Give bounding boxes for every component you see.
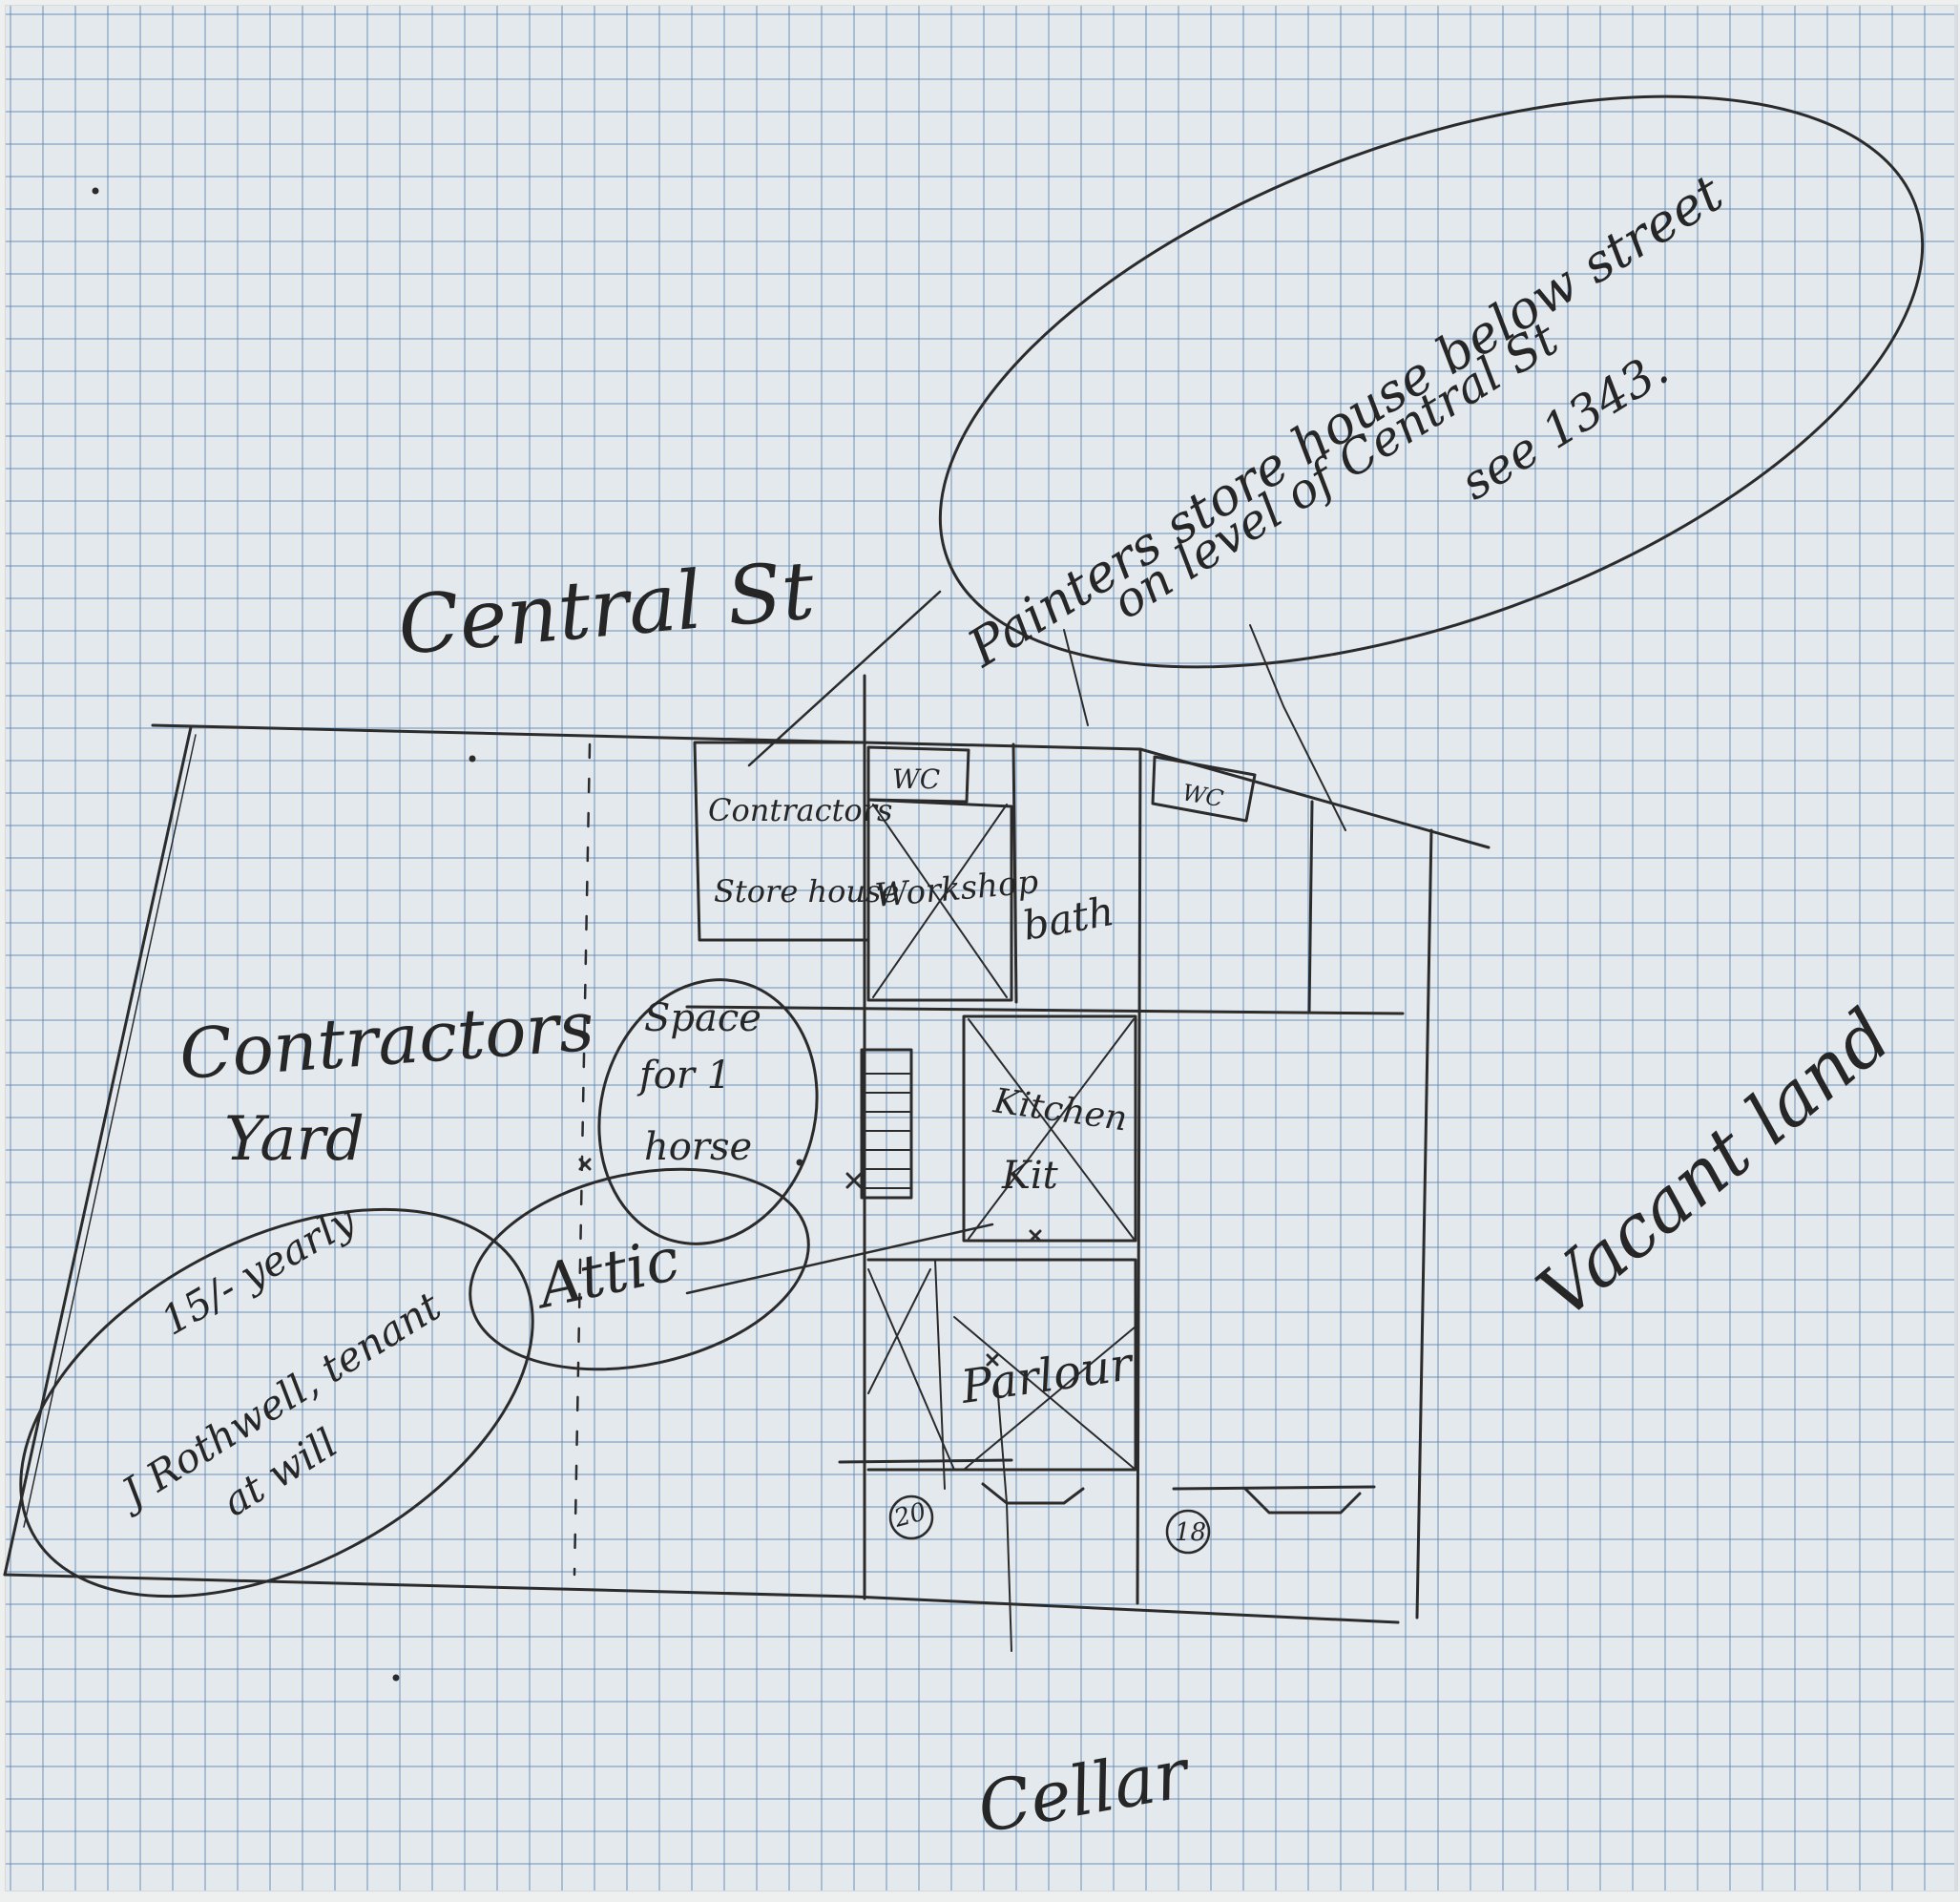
stair-block [860,1048,913,1200]
parlour-label: Parlour [957,1337,1138,1414]
central-st-label: Central St [394,543,818,673]
space-oval [597,978,819,1245]
kitchen-label-1: Kitchen [990,1081,1130,1139]
contractors-yard-label-1: Contractors [177,986,596,1095]
number-20-circle [888,1494,934,1540]
contractors-store-label-2: Store house [714,873,899,909]
cellar-label: Cellar [971,1732,1197,1849]
contractors-store-label-1: Contractors [708,792,892,828]
wc-right-label: WC [1180,779,1225,812]
annotation-ovals [19,94,1925,1599]
rent-note: 15/- yearly J Rothwell, tenant at will [108,1196,449,1526]
number-18-circle [1165,1509,1211,1555]
painters-note-oval [938,94,1925,669]
number-18-label: 18 [1175,1518,1206,1547]
kitchen-label-2: Kit [1001,1154,1059,1198]
space-note: Space for 1 horse [636,996,761,1169]
svg-text:for 1: for 1 [636,1054,731,1097]
bottom-boundary-line [3,1573,1400,1624]
svg-text:Space: Space [644,996,761,1040]
graph-paper-sheet [6,6,1957,1891]
bay-window-right [1243,1487,1362,1515]
attic-label: Attic [528,1223,685,1322]
kitchen-box [962,1014,1137,1243]
rent-oval [19,1207,534,1599]
plan-linework [3,187,1491,1682]
wc-box-right [1151,755,1257,823]
contractors-yard-label-2: Yard [224,1104,365,1175]
painters-note: Painters store house below street on lev… [957,163,1734,679]
store-house-box [693,741,868,942]
workshop-box [866,798,1013,1002]
parlour-box [866,1258,1137,1472]
labels: Central St Painters store house below st… [108,163,1907,1849]
attic-oval [469,1167,810,1371]
svg-text:horse: horse [644,1125,752,1169]
left-boundary-line [3,725,193,1577]
wc-box-left [866,745,970,804]
bay-window-left [981,1482,1085,1505]
vacant-land-label: Vacant land [1521,993,1906,1335]
wc-left-label: WC [892,763,940,795]
